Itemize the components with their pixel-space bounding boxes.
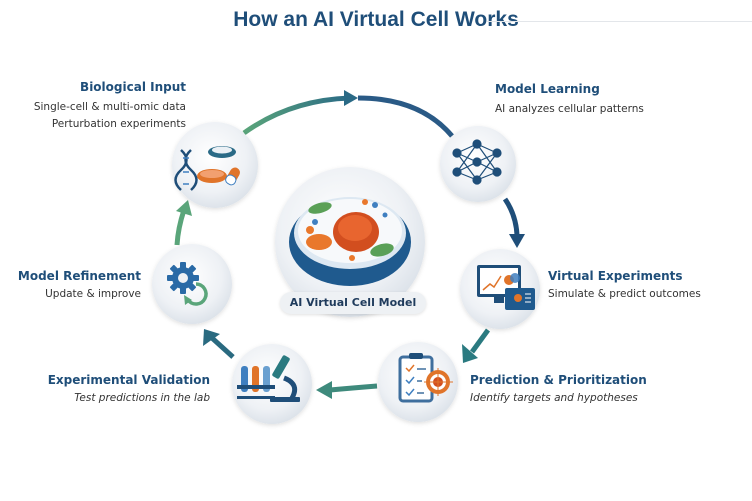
monitor-chart-icon <box>477 265 535 310</box>
step-description: Identify targets and hypotheses <box>470 392 638 404</box>
arrow-input-to-learning <box>242 90 358 136</box>
step-heading: Biological Input <box>80 80 186 94</box>
title-divider <box>487 21 752 22</box>
dna-petri-dish-capsule-icon <box>174 146 240 191</box>
neural-network-icon <box>452 139 502 185</box>
step-experimental-validation: Experimental Validation Test predictions… <box>48 373 210 407</box>
arrow-learning-arc <box>357 95 454 138</box>
step-description: Single-cell & multi-omic data <box>33 101 186 113</box>
step-description: Update & improve <box>45 288 141 300</box>
step-heading: Virtual Experiments <box>548 269 683 283</box>
node-experimental-validation <box>232 344 312 424</box>
clipboard-target-icon <box>398 353 453 403</box>
step-description: AI analyzes cellular patterns <box>495 103 644 115</box>
step-heading: Experimental Validation <box>47 373 210 387</box>
arrow-prediction-to-validation <box>316 381 378 399</box>
test-tubes-microscope-icon <box>237 355 300 402</box>
arrow-validation-to-refinement <box>203 329 235 359</box>
step-model-learning: Model Learning AI analyzes cellular patt… <box>495 82 644 118</box>
step-description: Test predictions in the lab <box>74 392 210 404</box>
step-heading: Prediction & Prioritization <box>470 373 647 387</box>
center-label: AI Virtual Cell Model <box>280 292 426 314</box>
step-description: Simulate & predict outcomes <box>548 288 701 300</box>
step-heading: Model Refinement <box>17 269 141 283</box>
page-title: How an AI Virtual Cell Works <box>233 8 519 31</box>
arrow-refinement-to-input <box>174 200 192 246</box>
step-heading: Model Learning <box>495 82 600 96</box>
step-biological-input: Biological Input Single-cell & multi-omi… <box>34 80 186 133</box>
step-model-refinement: Model Refinement Update & improve <box>18 269 141 303</box>
gear-refresh-icon <box>167 262 208 306</box>
cell-icon <box>289 197 411 286</box>
step-prediction-prioritization: Prediction & Prioritization Identify tar… <box>470 373 647 407</box>
step-description: Perturbation experiments <box>51 118 186 130</box>
arrow-experiments-to-prediction <box>462 328 491 363</box>
arrow-learning-to-experiments <box>502 197 525 248</box>
step-virtual-experiments: Virtual Experiments Simulate & predict o… <box>548 269 701 303</box>
